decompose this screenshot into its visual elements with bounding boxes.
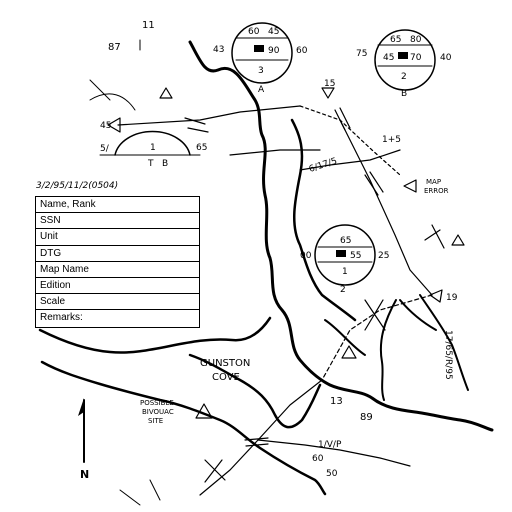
unit-c-bottom: 2 bbox=[340, 285, 346, 295]
info-row-map-name: Map Name bbox=[36, 262, 199, 278]
river bbox=[38, 40, 494, 496]
unit-d-letter: T bbox=[147, 159, 154, 169]
grid-label-11: 11 bbox=[142, 20, 155, 31]
info-row-name-rank: Name, Rank bbox=[36, 197, 199, 214]
info-row-dtg: DTG bbox=[36, 246, 199, 262]
unit-b-right: 40 bbox=[440, 53, 452, 63]
info-row-ssn: SSN bbox=[36, 213, 199, 230]
info-row-scale: Scale bbox=[36, 294, 199, 311]
unit-b-mid2: 70 bbox=[410, 53, 422, 63]
info-row-edition: Edition bbox=[36, 278, 199, 295]
unit-a-mid: 90 bbox=[268, 46, 280, 56]
unit-b-letter: B bbox=[401, 89, 407, 99]
route-label-4: 19 bbox=[446, 293, 458, 303]
route-label-1: 1+5 bbox=[382, 135, 401, 145]
triangle-markers bbox=[107, 87, 465, 419]
bivouac-label-2: BIVOUAC bbox=[142, 408, 174, 416]
unit-b-top2: 80 bbox=[410, 35, 422, 45]
unit-a-num: 3 bbox=[258, 66, 264, 76]
unit-b-top: 65 bbox=[390, 35, 401, 45]
route-label-3: 45 bbox=[100, 121, 111, 131]
north-arrow: N bbox=[78, 398, 89, 481]
route-label-2: 15 bbox=[324, 79, 335, 89]
unit-b-left: 75 bbox=[356, 49, 367, 59]
unit-a-top: 60 bbox=[248, 27, 260, 37]
map-error-label-2: ERROR bbox=[424, 187, 449, 195]
grid-label-87: 87 bbox=[108, 42, 121, 53]
overlay-header-text: 3/2/95/11/2(0504) bbox=[36, 181, 119, 191]
grid-label-13: 13 bbox=[330, 396, 343, 407]
unit-symbol-b[interactable]: 75 65 80 45 70 40 2 B bbox=[356, 29, 452, 99]
unit-c-left: 00 bbox=[300, 251, 312, 261]
marginal-info-block: Name, Rank SSN Unit DTG Map Name Edition… bbox=[35, 196, 200, 328]
unit-a-top2: 45 bbox=[268, 27, 279, 37]
unit-a-right: 60 bbox=[296, 46, 308, 56]
unit-symbol-c[interactable]: 65 00 55 25 1 2 bbox=[300, 224, 389, 295]
unit-a-letter: A bbox=[258, 85, 265, 95]
info-row-unit: Unit bbox=[36, 229, 199, 246]
map-error-label-1: MAP bbox=[426, 178, 441, 186]
route-label-5: 1/V/P bbox=[318, 440, 342, 450]
unit-a-left: 43 bbox=[213, 45, 224, 55]
bivouac-label-1: POSSIBLE bbox=[140, 399, 174, 407]
route-lines bbox=[89, 39, 433, 496]
unit-c-num: 1 bbox=[342, 267, 348, 277]
unit-d-mid2: 65 bbox=[196, 143, 207, 153]
unit-d-letter2: B bbox=[162, 159, 168, 169]
unit-c-mid: 55 bbox=[350, 251, 361, 261]
route-label-7: 50 bbox=[326, 469, 338, 479]
unit-symbol-d[interactable]: 5/ 1 65 T B bbox=[99, 130, 207, 169]
unit-d-mid: 1 bbox=[150, 143, 156, 153]
route-label-8: 17/65/R/95 bbox=[443, 330, 453, 380]
unit-symbol-a[interactable]: 60 45 43 90 60 3 A bbox=[213, 22, 308, 95]
unit-b-num: 2 bbox=[401, 72, 407, 82]
bivouac-label-3: SITE bbox=[148, 417, 163, 425]
unit-d-left: 5/ bbox=[100, 144, 110, 154]
route-label-0: 6/17/5 bbox=[308, 156, 339, 174]
route-label-6: 60 bbox=[312, 454, 324, 464]
cove-label-2: COVE bbox=[212, 372, 240, 383]
info-row-remarks: Remarks: bbox=[40, 312, 83, 324]
unit-c-right: 25 bbox=[378, 251, 389, 261]
unit-c-top: 65 bbox=[340, 236, 351, 246]
unit-b-mid1: 45 bbox=[383, 53, 394, 63]
grid-label-89: 89 bbox=[360, 412, 373, 423]
north-label: N bbox=[80, 468, 89, 481]
place-labels: GUNSTON COVE POSSIBLE BIVOUAC SITE MAP E… bbox=[108, 20, 449, 425]
cove-label-1: GUNSTON bbox=[200, 358, 250, 369]
crossing-marks bbox=[119, 107, 445, 506]
